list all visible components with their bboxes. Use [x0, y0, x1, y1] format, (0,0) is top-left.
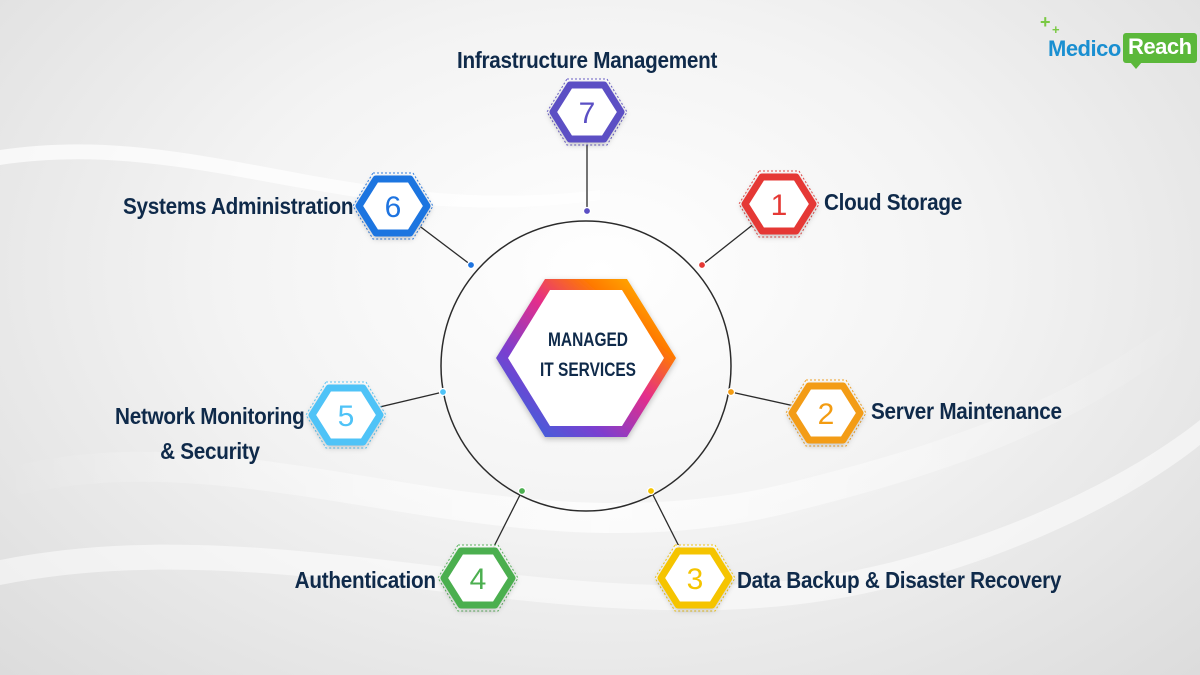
ring-dot-7	[582, 206, 592, 216]
node-label-6: Systems Administration	[123, 193, 354, 219]
hexagon-node-7: 7	[546, 78, 628, 146]
ring-dot-2	[726, 387, 736, 397]
center-title-line2: IT SERVICES	[540, 360, 636, 381]
node-label-3: Data Backup & Disaster Recovery	[737, 567, 1062, 593]
center-hexagon	[496, 279, 676, 437]
ring-dot-1	[697, 260, 707, 270]
logo-text-reach: Reach	[1123, 33, 1197, 63]
hexagon-number-2: 2	[818, 398, 835, 431]
hexagon-node-6: 6	[352, 172, 434, 240]
background-swooshes	[0, 144, 1200, 611]
node-label-5-line2: & Security	[160, 438, 260, 464]
hexagon-number-4: 4	[470, 563, 487, 596]
brand-logo: + + Medico Reach	[1040, 12, 1197, 69]
service-nodes: 1 2 3 4 5 6 7	[305, 78, 867, 612]
hexagon-number-1: 1	[771, 189, 788, 222]
hexagon-node-4: 4	[437, 544, 519, 612]
hexagon-number-7: 7	[579, 97, 596, 130]
hexagon-number-3: 3	[687, 563, 704, 596]
hexagon-number-6: 6	[385, 191, 402, 224]
logo-bubble-tail	[1130, 62, 1142, 69]
hexagon-node-2: 2	[785, 379, 867, 447]
node-label-1: Cloud Storage	[824, 189, 962, 215]
plus-icon: +	[1040, 12, 1051, 32]
ring-dot-6	[466, 260, 476, 270]
hexagon-node-5: 5	[305, 381, 387, 449]
node-label-2: Server Maintenance	[871, 398, 1062, 424]
node-label-7: Infrastructure Management	[457, 47, 718, 73]
ring-dot-5	[438, 387, 448, 397]
node-label-4: Authentication	[294, 567, 436, 593]
hexagon-node-3: 3	[654, 544, 736, 612]
node-label-5-line1: Network Monitoring	[115, 403, 306, 429]
logo-text-medico: Medico	[1048, 36, 1121, 61]
center-title-line1: MANAGED	[548, 330, 628, 351]
ring-dot-3	[646, 486, 656, 496]
plus-small-icon: +	[1052, 22, 1060, 37]
ring-dot-4	[517, 486, 527, 496]
hub-ring	[440, 220, 732, 512]
connector-lines	[345, 112, 827, 579]
hexagon-node-1: 1	[738, 170, 820, 238]
hexagon-number-5: 5	[338, 400, 355, 433]
